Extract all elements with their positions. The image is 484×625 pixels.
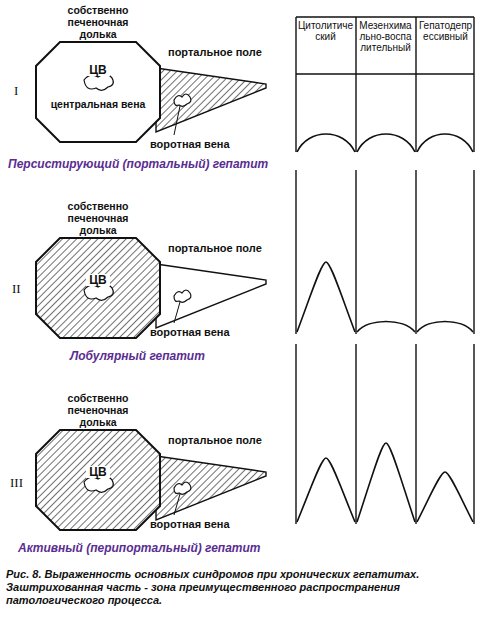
syndrome-curve <box>297 262 355 332</box>
leader-line <box>174 302 180 323</box>
liver-lobule: собственно печеночная долькаЦВ центральна… <box>30 4 166 142</box>
part-label: портальное поле <box>168 46 262 59</box>
table-border <box>296 16 474 17</box>
part-label: воротная вена <box>150 518 230 531</box>
lobule-octagon <box>36 238 160 338</box>
row-number: III <box>10 476 23 489</box>
table-column-line <box>355 17 356 152</box>
table-column-line <box>355 170 356 334</box>
portal-vein <box>174 94 191 106</box>
part-label: портальное поле <box>168 434 262 447</box>
syndrome-curve <box>417 322 473 333</box>
figure-caption: Рис. 8. Выраженность основных синдромов … <box>6 568 476 607</box>
lobule-heading: собственно печеночная долька <box>58 200 138 236</box>
column-header: Гепатодепрессивный <box>417 20 474 42</box>
syndrome-curve <box>357 443 415 522</box>
portal-field <box>156 264 266 328</box>
syndrome-curve <box>357 322 415 333</box>
syndrome-curve <box>357 134 415 152</box>
column-header: Цитолитический <box>297 20 354 42</box>
lobule-heading: собственно печеночная долька <box>58 392 138 428</box>
table-column-line <box>473 170 474 334</box>
syndrome-curve <box>297 458 355 522</box>
leader-line <box>174 494 180 515</box>
table-column-line <box>295 17 296 152</box>
vein-abbrev: ЦВ <box>86 274 109 286</box>
portal-vein <box>174 290 191 302</box>
row-number: II <box>12 282 21 295</box>
table-column-line <box>355 344 356 524</box>
table-column-line <box>473 344 474 524</box>
syndrome-curve <box>417 134 473 152</box>
portal-vein <box>174 482 191 494</box>
table-column-line <box>473 17 474 152</box>
part-label: воротная вена <box>150 138 230 151</box>
row-title: Активный (перипортальный) гепатит <box>18 542 261 555</box>
table-column-line <box>415 170 416 334</box>
vein-abbrev: ЦВ <box>86 64 109 76</box>
liver-lobule: собственно печеночная долькаЦВ <box>30 392 166 530</box>
part-label: воротная вена <box>150 326 230 339</box>
central-vein <box>84 476 113 492</box>
syndrome-curve <box>297 134 355 152</box>
part-label: портальное поле <box>168 242 262 255</box>
leader-line <box>174 106 180 135</box>
syndrome-curve <box>417 472 473 522</box>
portal-field <box>156 456 266 520</box>
lobule-octagon <box>36 430 160 530</box>
vein-abbrev: ЦВ <box>86 466 109 478</box>
row-title: Персистирующий (портальный) гепатит <box>8 158 268 171</box>
table-column-line <box>295 170 296 334</box>
vein-label: центральная вена <box>48 98 149 110</box>
central-vein <box>84 74 113 90</box>
portal-field <box>156 68 266 132</box>
table-column-line <box>415 17 416 152</box>
lobule-octagon <box>36 42 160 142</box>
liver-lobule: собственно печеночная долькаЦВ <box>30 200 166 338</box>
column-header: Мезенхимально-воспалительный <box>357 20 414 53</box>
table-column-line <box>295 344 296 524</box>
row-number: I <box>14 84 18 97</box>
lobule-heading: собственно печеночная долька <box>58 4 138 40</box>
row-title: Лобулярный гепатит <box>70 350 205 363</box>
table-column-line <box>415 344 416 524</box>
central-vein <box>84 284 113 300</box>
table-border <box>296 73 474 74</box>
